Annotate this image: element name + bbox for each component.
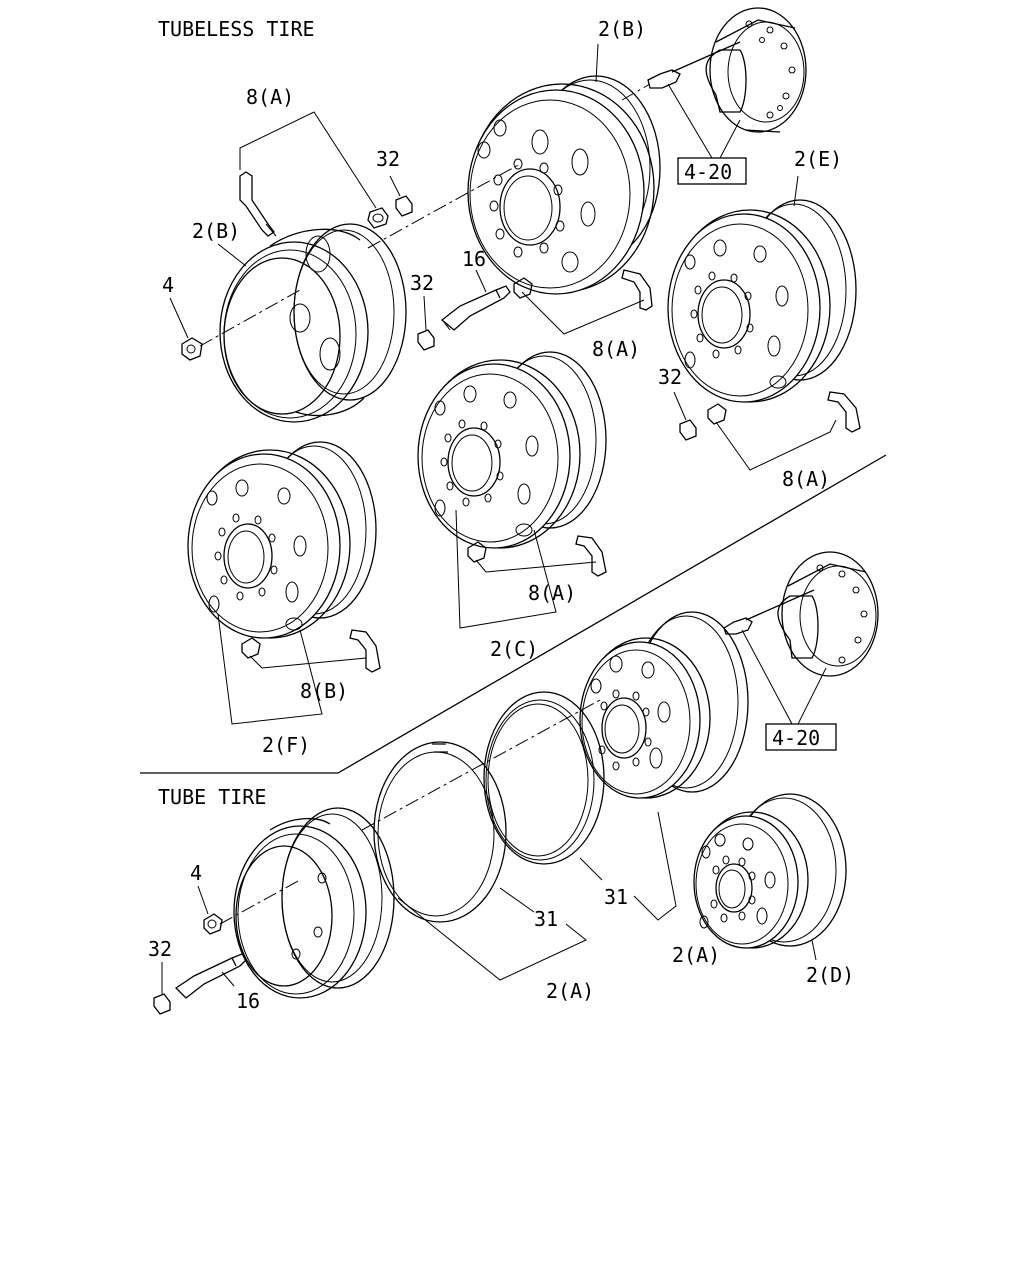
label-valve-8a-center: 8(A) — [528, 581, 576, 605]
hub-drum-top — [647, 7, 807, 133]
label-nut-32-mid: 32 — [410, 271, 434, 295]
nut-32-right — [679, 419, 697, 441]
label-nut-4-bottom: 4 — [190, 861, 202, 885]
label-nut-32-top: 32 — [376, 147, 400, 171]
nut-top-hex — [367, 207, 389, 229]
label-wheel-2a-bottom: 2(A) — [546, 979, 594, 1003]
wheel-2a-bottom-rim — [233, 807, 395, 999]
wheel-2b-left-rim — [219, 223, 407, 423]
valve-stem-8a-right — [827, 391, 861, 433]
nut-32-top — [395, 195, 413, 217]
valve-stem-8a-mid — [621, 269, 653, 311]
label-wheel-2b-top: 2(B) — [598, 17, 646, 41]
nut-hex-right — [707, 403, 727, 425]
section-divider — [140, 454, 887, 774]
leader-lines — [161, 43, 837, 994]
side-ring-31-right — [483, 691, 605, 865]
label-wheel-2f: 2(F) — [262, 733, 310, 757]
valve-stem-8a-top — [239, 171, 277, 237]
label-valve-8b: 8(B) — [300, 679, 348, 703]
valve-stem-8b — [349, 629, 381, 673]
label-wheel-2c: 2(C) — [490, 637, 538, 661]
wheel-2c — [417, 351, 607, 549]
label-stud-16-top: 16 — [462, 247, 486, 271]
tube-tire-heading: TUBE TIRE — [158, 785, 266, 809]
nut-4-bottom — [203, 913, 223, 935]
label-nut-32-right: 32 — [658, 365, 682, 389]
label-wheel-2d: 2(D) — [806, 963, 854, 987]
tubeless-tire-heading: TUBELESS TIRE — [158, 17, 315, 41]
nut-hex-mid — [513, 277, 533, 299]
nut-32-middle — [417, 329, 435, 351]
valve-stem-8a-center — [575, 535, 607, 577]
label-ring-31-left: 31 — [534, 907, 558, 931]
hub-ref-box-top[interactable]: 4-20 — [677, 157, 747, 185]
nut-hex-center — [467, 541, 487, 563]
label-wheel-2b-left: 2(B) — [192, 219, 240, 243]
label-nut-32-bottom: 32 — [148, 937, 172, 961]
label-valve-8a-mid: 8(A) — [592, 337, 640, 361]
wheel-2e — [667, 199, 857, 403]
stud-bolt-16-bottom — [174, 953, 247, 999]
stud-bolt-16-top — [440, 285, 511, 331]
label-valve-8a-top: 8(A) — [246, 85, 294, 109]
nut-4-top — [181, 337, 203, 361]
hub-ref-label-bottom: 4-20 — [772, 726, 820, 750]
wheel-2a-right — [579, 611, 749, 799]
nut-32-bottom — [153, 993, 171, 1015]
wheel-2f — [187, 441, 377, 639]
hub-ref-label-top: 4-20 — [684, 160, 732, 184]
hub-drum-bottom — [723, 551, 879, 677]
label-nut-4-top: 4 — [162, 273, 174, 297]
label-stud-16-bottom: 16 — [236, 989, 260, 1013]
hub-ref-box-bottom[interactable]: 4-20 — [765, 723, 837, 751]
label-ring-31-right: 31 — [604, 885, 628, 909]
label-valve-8a-right: 8(A) — [782, 467, 830, 491]
label-wheel-2a-right: 2(A) — [672, 943, 720, 967]
wheel-2b-top — [467, 75, 661, 295]
wheel-2d — [693, 793, 847, 949]
nut-hex-left — [241, 637, 261, 659]
label-wheel-2e: 2(E) — [794, 147, 842, 171]
